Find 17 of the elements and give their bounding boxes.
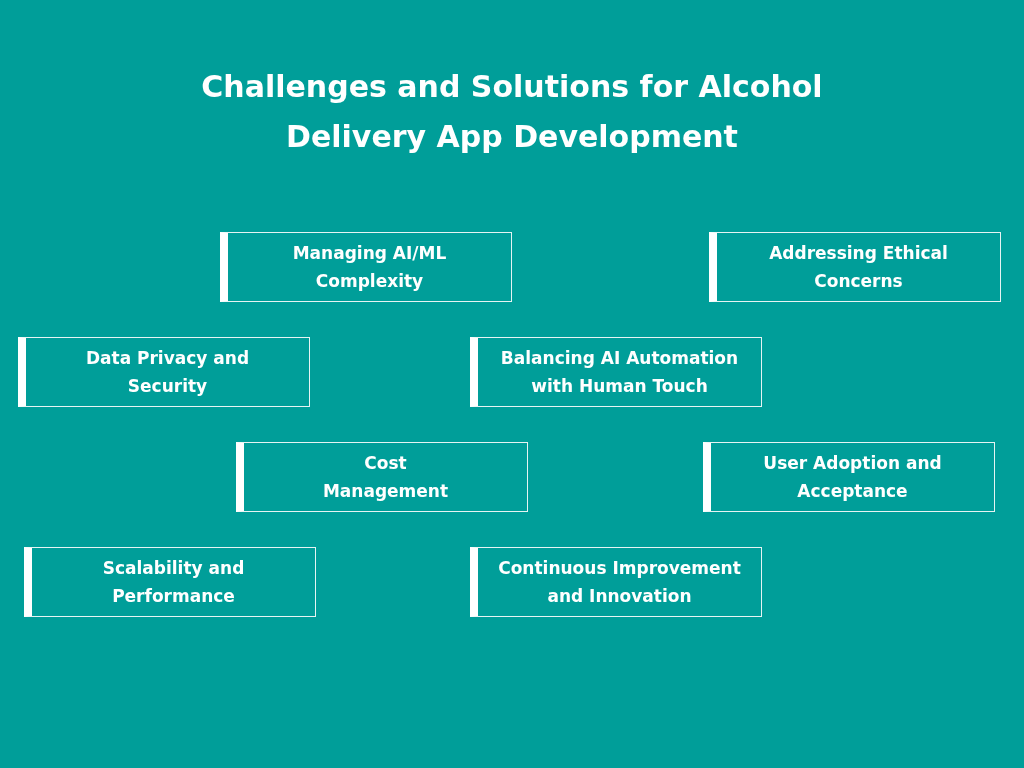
challenge-box [709,232,1001,302]
challenge-label: Addressing Ethical Concerns [768,242,949,293]
challenge-label: Data Privacy and Security [84,347,251,398]
challenge-label: Continuous Improvement and Innovation [497,557,742,608]
challenge-label: Cost Management [321,452,450,503]
challenge-box [236,442,528,512]
challenge-box [470,547,762,617]
challenge-box [703,442,995,512]
challenge-label: Managing AI/ML Complexity [291,242,448,293]
challenge-label: Balancing AI Automation with Human Touch [499,347,740,398]
challenge-box [220,232,512,302]
challenge-label: Scalability and Performance [101,557,246,608]
challenge-label: User Adoption and Acceptance [762,452,943,503]
challenge-box [470,337,762,407]
challenge-box [24,547,316,617]
challenge-box [18,337,310,407]
title: Challenges and Solutions for Alcohol Delivery App Development [200,68,824,156]
